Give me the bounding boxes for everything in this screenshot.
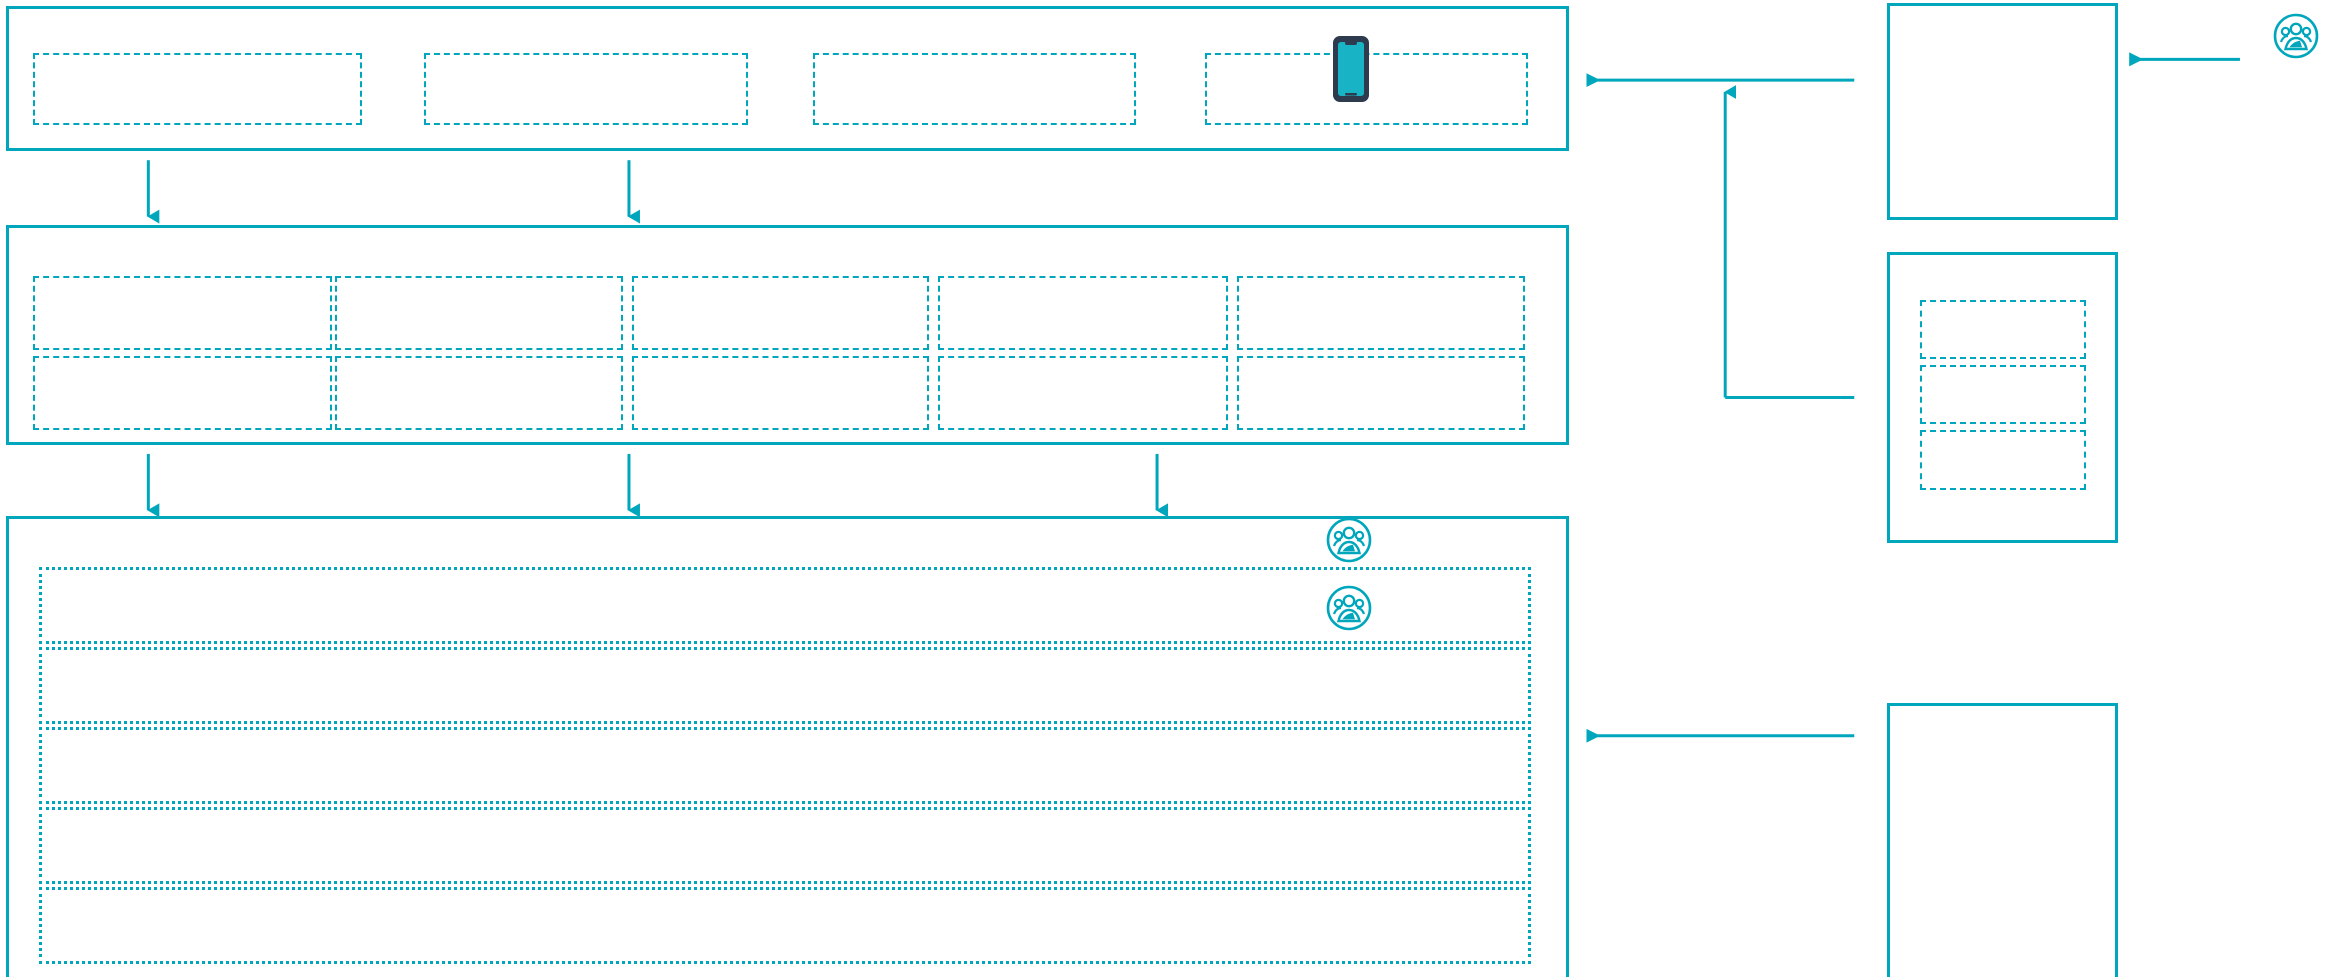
platform-layer-cell[interactable] — [38, 646, 1531, 724]
application-layer-cell[interactable] — [32, 53, 362, 125]
operations-user-group-icon-1 — [1325, 516, 1373, 569]
capability-layer-cell[interactable] — [937, 275, 1229, 351]
capability-layer-cell[interactable] — [631, 275, 929, 351]
application-layer — [5, 5, 1570, 152]
application-layer-cell[interactable] — [812, 53, 1137, 125]
channel-panel-cell[interactable] — [1919, 364, 2086, 425]
capability-layer-cell[interactable] — [1237, 356, 1525, 431]
operations-panel — [1886, 703, 2119, 977]
capability-layer-cell[interactable] — [937, 356, 1229, 431]
capability-layer-cell[interactable] — [32, 275, 333, 351]
platform-layer-cell[interactable] — [38, 806, 1531, 885]
platform-layer-cell[interactable] — [38, 887, 1531, 965]
operations-user-group-icon-2 — [1325, 584, 1373, 637]
platform-layer-cell[interactable] — [38, 566, 1531, 644]
external-user-group-icon — [2272, 12, 2320, 65]
application-layer-cell[interactable] — [424, 53, 748, 125]
mobile-app-panel — [1886, 2, 2119, 220]
platform-layer-cell[interactable] — [38, 726, 1531, 804]
capability-layer-cell[interactable] — [335, 356, 624, 431]
capability-layer-cell[interactable] — [335, 275, 624, 351]
mobile-phone-icon — [1325, 34, 1377, 111]
capability-layer-cell[interactable] — [631, 356, 929, 431]
capability-layer-cell[interactable] — [32, 356, 333, 431]
capability-layer-cell[interactable] — [1237, 275, 1525, 351]
channel-panel-cell[interactable] — [1919, 430, 2086, 490]
platform-layer — [5, 516, 1570, 977]
channel-panel-cell[interactable] — [1919, 299, 2086, 359]
capability-layer — [5, 225, 1570, 445]
